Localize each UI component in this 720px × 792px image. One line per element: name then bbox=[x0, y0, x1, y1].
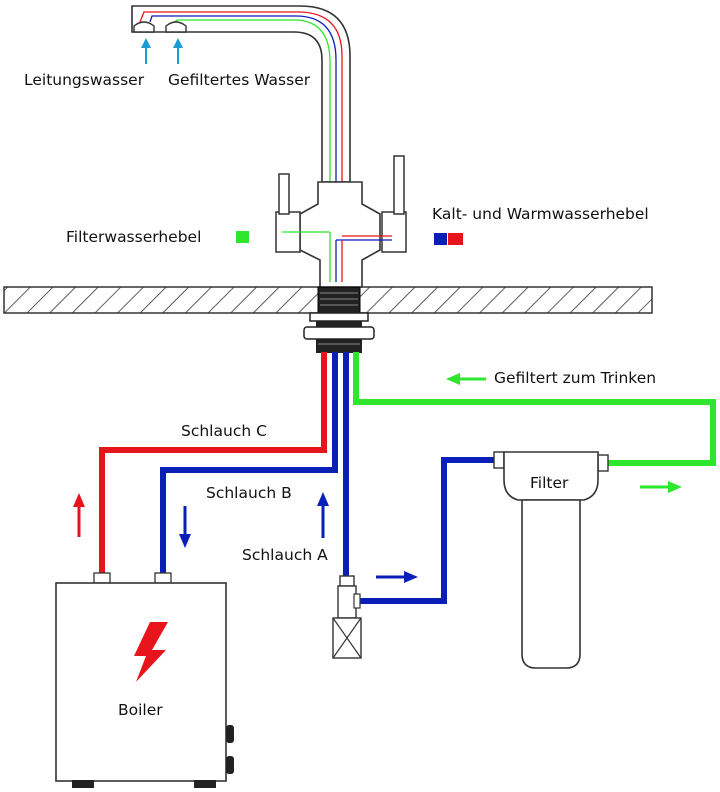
shutoff-valve bbox=[332, 575, 362, 659]
boiler-label: Boiler bbox=[118, 701, 163, 719]
filter-lever-label: Filterwasserhebel bbox=[66, 228, 202, 246]
hose-c-label: Schlauch C bbox=[181, 422, 267, 440]
filter-label: Filter bbox=[530, 474, 569, 492]
filtered-hose bbox=[353, 352, 716, 466]
filtered-line-faucet bbox=[173, 19, 331, 232]
hot-line-faucet bbox=[139, 11, 343, 240]
cold-swatch bbox=[434, 233, 447, 245]
lightning-icon bbox=[134, 622, 168, 682]
hose-b-label: Schlauch B bbox=[206, 484, 292, 502]
faucet-body bbox=[275, 155, 407, 288]
tap-water-label: Leitungswasser bbox=[24, 71, 145, 89]
input-arrows bbox=[141, 38, 183, 64]
filtered-drink-label: Gefiltert zum Trinken bbox=[494, 369, 657, 387]
faucet-spout bbox=[131, 5, 351, 240]
hot-cold-lever-label: Kalt- und Warmwasserhebel bbox=[432, 205, 649, 223]
filter-lever-swatch bbox=[236, 231, 249, 243]
mounting-shank bbox=[303, 286, 375, 353]
hose-b bbox=[160, 352, 338, 575]
filter-housing bbox=[493, 451, 609, 669]
supply-to-filter-hose bbox=[358, 457, 500, 604]
cold-line-faucet bbox=[149, 15, 337, 240]
filtered-water-label: Gefiltertes Wasser bbox=[168, 71, 311, 89]
flow-arrow-icon bbox=[73, 373, 682, 583]
tap-water-outlet bbox=[133, 21, 155, 33]
hot-swatch bbox=[448, 233, 463, 245]
hose-c bbox=[99, 352, 327, 575]
filtered-water-outlet bbox=[165, 21, 187, 33]
boiler bbox=[55, 572, 234, 788]
hose-a-label: Schlauch A bbox=[242, 546, 328, 564]
